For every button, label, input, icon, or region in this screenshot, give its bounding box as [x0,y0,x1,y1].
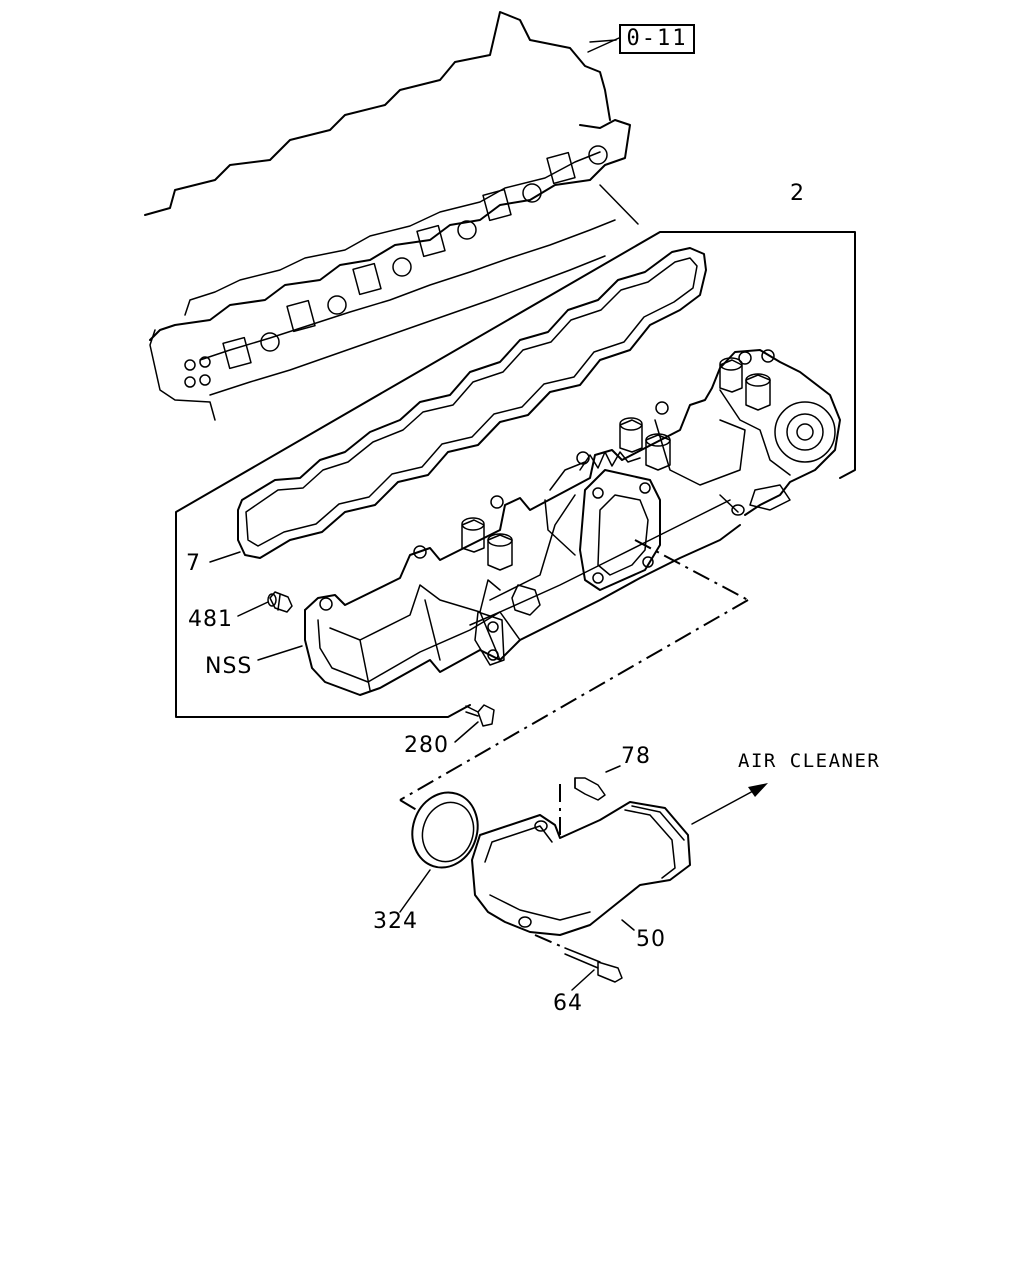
callout-elbow: 50 [636,927,666,952]
center-lines [399,539,749,949]
cylinder-head-drawing [144,11,639,421]
air-cleaner-label: AIR CLEANER [738,750,881,772]
callout-nss: NSS [205,654,253,679]
bolt-78-drawing [574,777,606,801]
leader-lines [209,37,635,991]
assembly-2-bracket [175,231,856,718]
callout-bolt-280: 280 [404,733,449,758]
intake-manifold-drawing [304,349,841,696]
elbow-50-drawing [471,801,691,936]
gasket-7-drawing [237,247,707,559]
callout-stud: 64 [553,991,583,1016]
callout-bolt-78: 78 [621,744,651,769]
reference-box: 0-11 [619,24,695,54]
seal-ring-324-drawing [411,791,479,869]
arrow-to-air-cleaner [691,783,768,825]
bolt-280-drawing [465,704,495,727]
callout-gasket: 7 [186,551,201,576]
stud-64-drawing [564,947,623,983]
plug-481-drawing [267,591,293,613]
callout-assembly: 2 [790,181,805,206]
callout-seal-ring: 324 [373,909,418,934]
callout-plug: 481 [188,607,233,632]
